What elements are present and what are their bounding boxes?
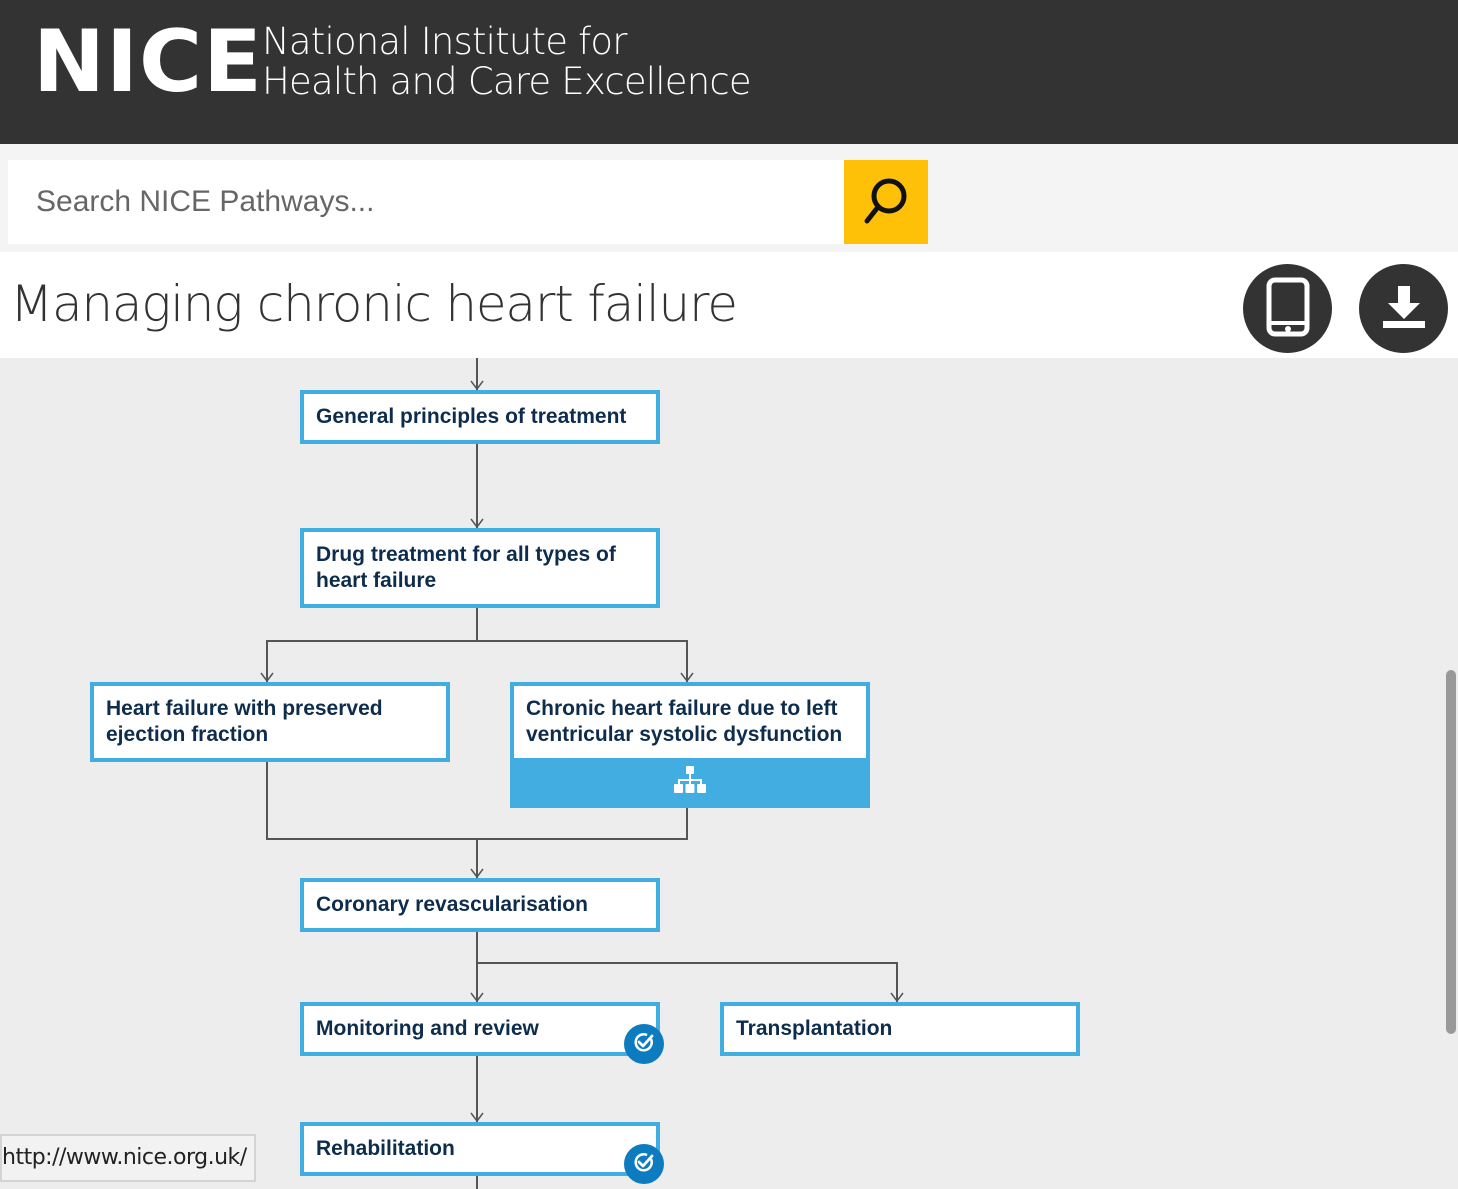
page-title-bar: Managing chronic heart failure (0, 252, 1458, 358)
node-label: Chronic heart failure due to left ventri… (526, 697, 843, 746)
connector (266, 640, 688, 642)
page-title: Managing chronic heart failure (10, 275, 738, 333)
node-lvsd[interactable]: Chronic heart failure due to left ventri… (510, 682, 870, 808)
node-label: Transplantation (736, 1017, 893, 1040)
node-transplantation[interactable]: Transplantation (720, 1002, 1080, 1056)
node-label: Rehabilitation (316, 1137, 455, 1160)
pathway-diagram: General principles of treatment Drug tre… (0, 358, 1458, 1189)
connector (686, 640, 688, 682)
node-monitoring-review[interactable]: Monitoring and review (300, 1002, 660, 1056)
arrow-head-icon (680, 672, 694, 682)
connector (266, 762, 268, 840)
connector (896, 962, 898, 1002)
arrow-head-icon (890, 992, 904, 1002)
node-label: General principles of treatment (316, 405, 627, 428)
search-input[interactable] (8, 160, 844, 244)
mobile-view-button[interactable] (1243, 264, 1332, 353)
arrow-head-icon (470, 380, 484, 390)
tablet-icon (1266, 277, 1310, 340)
hierarchy-icon (673, 765, 707, 802)
node-coronary-revascularisation[interactable]: Coronary revascularisation (300, 878, 660, 932)
quality-standard-check-icon (633, 1151, 655, 1178)
node-label: Heart failure with preserved ejection fr… (106, 697, 383, 746)
connector (476, 444, 478, 528)
search-icon (858, 173, 914, 232)
node-hfpef[interactable]: Heart failure with preserved ejection fr… (90, 682, 450, 762)
node-general-principles[interactable]: General principles of treatment (300, 390, 660, 444)
link-status-url: http://www.nice.org.uk/ (0, 1134, 256, 1182)
connector (476, 608, 478, 641)
connector (476, 1056, 478, 1122)
organisation-name[interactable]: National Institute for Health and Care E… (262, 20, 752, 103)
node-label: Drug treatment for all types of heart fa… (316, 543, 616, 592)
node-rehabilitation[interactable]: Rehabilitation (300, 1122, 660, 1176)
quality-standard-check-icon (633, 1031, 655, 1058)
download-button[interactable] (1359, 264, 1448, 353)
connector (476, 962, 898, 964)
quality-standard-badge[interactable] (624, 1024, 664, 1064)
arrow-head-icon (260, 672, 274, 682)
connector (266, 640, 268, 682)
nice-logo[interactable]: NICE (33, 12, 263, 112)
scrollbar-thumb[interactable] (1446, 670, 1456, 1034)
search-button[interactable] (844, 160, 928, 244)
arrow-head-icon (470, 518, 484, 528)
connector (476, 932, 478, 1002)
connector (686, 808, 688, 840)
quality-standard-badge[interactable] (624, 1144, 664, 1184)
site-header: NICE National Institute for Health and C… (0, 0, 1458, 144)
search-bar (0, 144, 1458, 252)
arrow-head-icon (470, 868, 484, 878)
node-label: Coronary revascularisation (316, 893, 588, 916)
arrow-head-icon (470, 992, 484, 1002)
organisation-name-line-1: National Institute for (262, 20, 627, 63)
node-label: Monitoring and review (316, 1017, 539, 1040)
connector (476, 1176, 478, 1189)
expand-subpathway-button[interactable] (510, 758, 870, 808)
connector (476, 838, 478, 878)
connector (476, 358, 478, 390)
node-drug-treatment[interactable]: Drug treatment for all types of heart fa… (300, 528, 660, 608)
arrow-head-icon (470, 1112, 484, 1122)
download-icon (1379, 282, 1429, 335)
organisation-name-line-2: Health and Care Excellence (262, 60, 752, 103)
